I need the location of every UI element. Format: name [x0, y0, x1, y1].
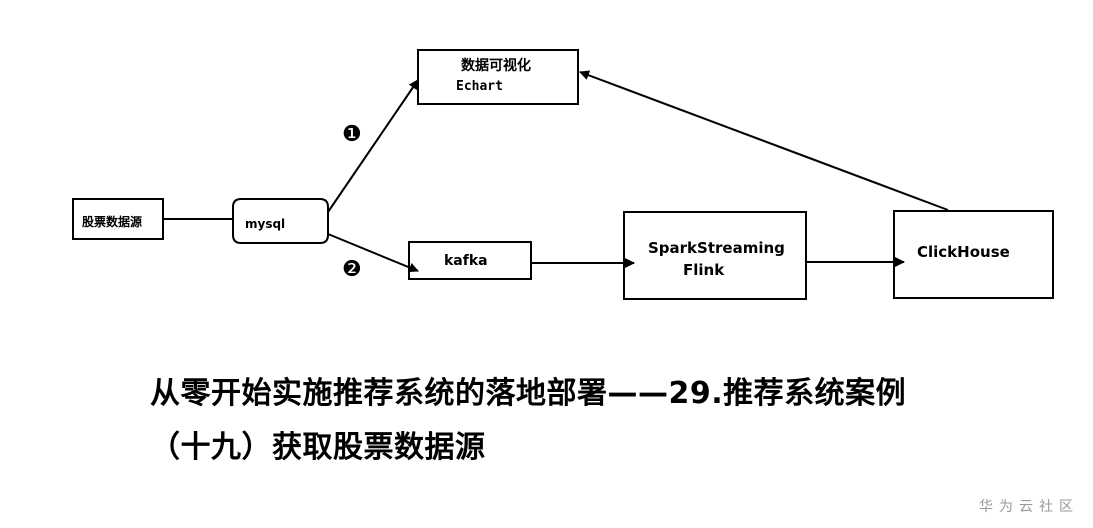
visualization-label: 数据可视化: [461, 57, 531, 74]
page-title-line-2: （十九）获取股票数据源: [150, 430, 486, 465]
source-node: 股票数据源: [72, 198, 164, 240]
edge-mysql-visualization: [327, 79, 419, 213]
page-title-line-1: 从零开始实施推荐系统的落地部署——29.推荐系统案例: [150, 376, 907, 411]
echart-label: Echart: [456, 79, 503, 94]
source-label: 股票数据源: [82, 214, 142, 229]
edge-clickhouse-visualization: [579, 70, 949, 211]
edge-mysql-kafka: [327, 233, 419, 273]
watermark: 华为云社区: [979, 499, 1079, 515]
mysql-node: mysql: [232, 198, 329, 244]
path-1-marker: ❶: [342, 122, 362, 147]
kafka-label: kafka: [444, 253, 488, 269]
visualization-node: 数据可视化 Echart: [417, 49, 579, 105]
clickhouse-node: ClickHouse: [893, 210, 1054, 299]
kafka-node: kafka: [408, 241, 532, 280]
sparkstreaming-label: SparkStreaming: [648, 239, 785, 257]
clickhouse-label: ClickHouse: [917, 243, 1010, 261]
flink-label: Flink: [683, 261, 725, 279]
stream-processing-node: SparkStreaming Flink: [623, 211, 807, 300]
mysql-label: mysql: [245, 217, 285, 231]
path-2-marker: ❷: [342, 257, 362, 282]
